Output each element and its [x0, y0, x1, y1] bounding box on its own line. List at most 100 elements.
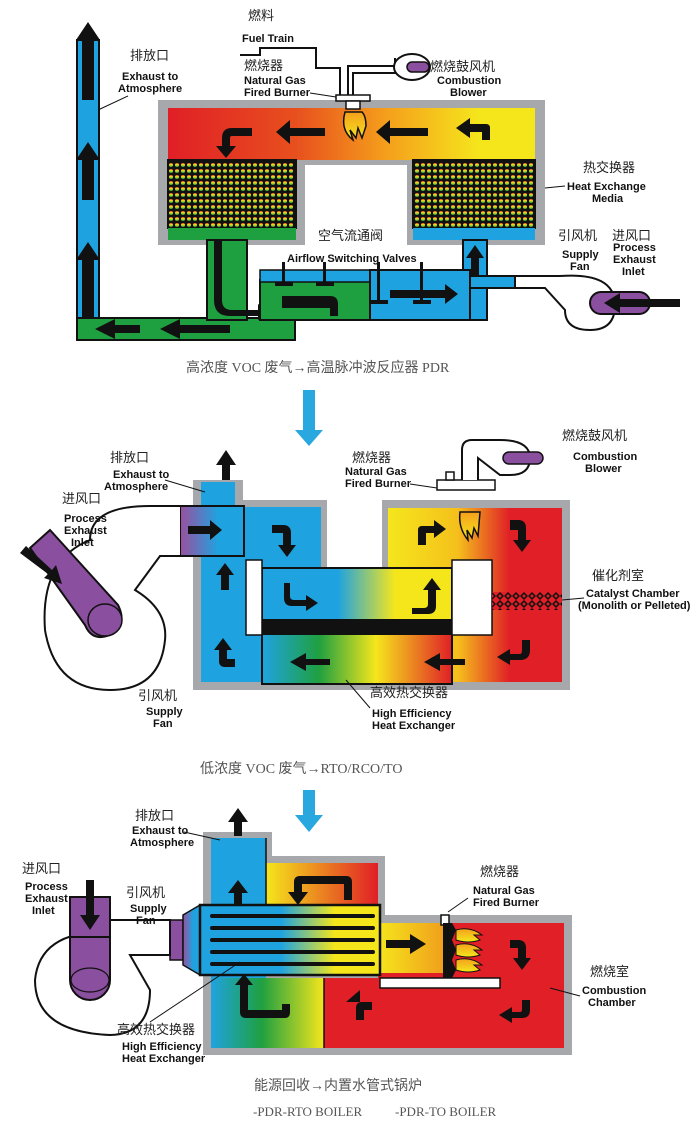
hx-label-1: High Efficiency [122, 1041, 202, 1053]
burner-label-1: Natural Gas [345, 466, 407, 478]
curved-arrow-icon [412, 578, 441, 614]
fan-label-cn: 引风机 [558, 229, 597, 244]
fuel-line [240, 47, 341, 95]
leader-line [309, 92, 337, 98]
fuel-train-label: Fuel Train [242, 33, 294, 45]
center-gap [305, 170, 405, 245]
up-arrow-icon [216, 563, 234, 590]
fan-label-1: Supply [562, 249, 600, 261]
fan-label-2: Fan [136, 915, 156, 927]
left-arrow-icon [95, 319, 140, 339]
leader-line [544, 185, 566, 189]
inlet-label-cn: 进风口 [22, 862, 61, 877]
exhaust-label-cn: 排放口 [130, 49, 169, 64]
curved-arrow-icon [272, 525, 296, 557]
leader-line [561, 597, 585, 601]
duct-left [206, 239, 248, 321]
up-arrow-icon [76, 242, 100, 320]
exhaust-label-1: Exhaust to [113, 469, 170, 481]
inlet-label-3: Inlet [71, 537, 94, 549]
up-arrow-icon [466, 245, 484, 280]
fuel-train-label-cn: 燃料 [248, 8, 274, 24]
burner-label-2: Fired Burner [345, 478, 412, 490]
curved-arrow-icon [418, 520, 446, 545]
leader-line [409, 483, 438, 489]
curved-arrow-icon [456, 118, 490, 140]
tube [210, 914, 375, 918]
blower-label-1: Combustion [573, 451, 637, 463]
hx-media-label-cn: 热交换器 [583, 160, 635, 176]
up-arrow-icon [228, 808, 248, 836]
flame-icon [455, 943, 484, 958]
inlet-label-3: Inlet [622, 266, 645, 278]
valve-disc [370, 300, 388, 304]
transition-duct [169, 919, 184, 961]
valve-stem [377, 262, 380, 302]
burner-nozzle [345, 100, 361, 110]
exhaust-label-1: Exhaust to [122, 71, 179, 83]
flow-arrows [228, 808, 531, 1023]
hx-lower-pass [261, 633, 453, 685]
burner-head [443, 923, 456, 978]
curved-arrow-icon [282, 296, 338, 316]
supply-fan-housing [514, 274, 617, 332]
valves-label: Airflow Switching Valves [287, 253, 417, 265]
blower-inlet [502, 451, 544, 465]
burner-mount [436, 479, 496, 491]
hx-label-cn: 高效热交换器 [117, 1022, 195, 1038]
burner-label-2: Fired Burner [244, 87, 311, 99]
down-arrow-icon [295, 790, 323, 832]
insulation-right [451, 559, 493, 636]
fan-label-2: Fan [570, 261, 590, 273]
exhaust-label-2: Atmosphere [104, 481, 168, 493]
hx-label-cn: 高效热交换器 [370, 685, 448, 701]
fan-label-2: Fan [153, 718, 173, 730]
inlet-label-2: Exhaust [64, 525, 107, 537]
catalyst-label-cn: 催化剂室 [592, 568, 644, 584]
burner-label-2: Fired Burner [473, 897, 540, 909]
curved-arrow-icon [284, 583, 318, 611]
fan-hub [70, 967, 110, 993]
left-arrow-icon [160, 319, 230, 339]
media-bed-left [167, 159, 297, 229]
curved-arrow-icon [214, 638, 235, 667]
curved-arrow-icon [346, 990, 372, 1020]
down-right-arrow-icon [20, 546, 62, 584]
baffle-plate [379, 977, 501, 989]
tube [210, 938, 375, 942]
left-arrow-icon [376, 120, 428, 144]
inlet-label-2: Exhaust [25, 893, 68, 905]
right-arrow-icon [188, 520, 222, 540]
leader-line [149, 961, 241, 1023]
chamber-label-cn: 燃烧室 [590, 964, 629, 980]
down-arrow-icon [295, 390, 323, 446]
leader-line [183, 831, 221, 841]
inlet-label-2: Exhaust [613, 254, 656, 266]
hx-label-2: Heat Exchanger [372, 720, 456, 732]
subcaption-to-boiler: -PDR-TO BOILER [395, 1104, 497, 1119]
inlet-label-1: Process [25, 881, 68, 893]
burner-label-cn: 燃烧器 [480, 864, 519, 880]
tube [210, 950, 375, 954]
leader-line [97, 95, 129, 111]
up-arrow-icon [216, 450, 236, 480]
fan-label-1: Supply [130, 903, 168, 915]
blower-label-2: Blower [585, 463, 622, 475]
blower-label-2: Blower [450, 87, 487, 99]
flame-icon [455, 928, 484, 943]
hx-media-label-2: Media [592, 193, 624, 205]
air-line [347, 58, 396, 95]
insulation-left [245, 559, 263, 636]
catalyst-label-2: (Monolith or Pelleted) [578, 600, 691, 612]
exhaust-label-1: Exhaust to [132, 825, 189, 837]
curved-arrow-icon [499, 1000, 530, 1023]
fan-hub [87, 603, 123, 637]
curved-arrow-icon [510, 520, 531, 552]
valve-stem [420, 262, 423, 302]
inlet-label-cn: 进风口 [62, 492, 101, 507]
valve-disc [413, 300, 431, 304]
burner-mount [335, 94, 371, 102]
valve-manifold [259, 269, 371, 283]
right-arrow-icon [386, 934, 426, 954]
